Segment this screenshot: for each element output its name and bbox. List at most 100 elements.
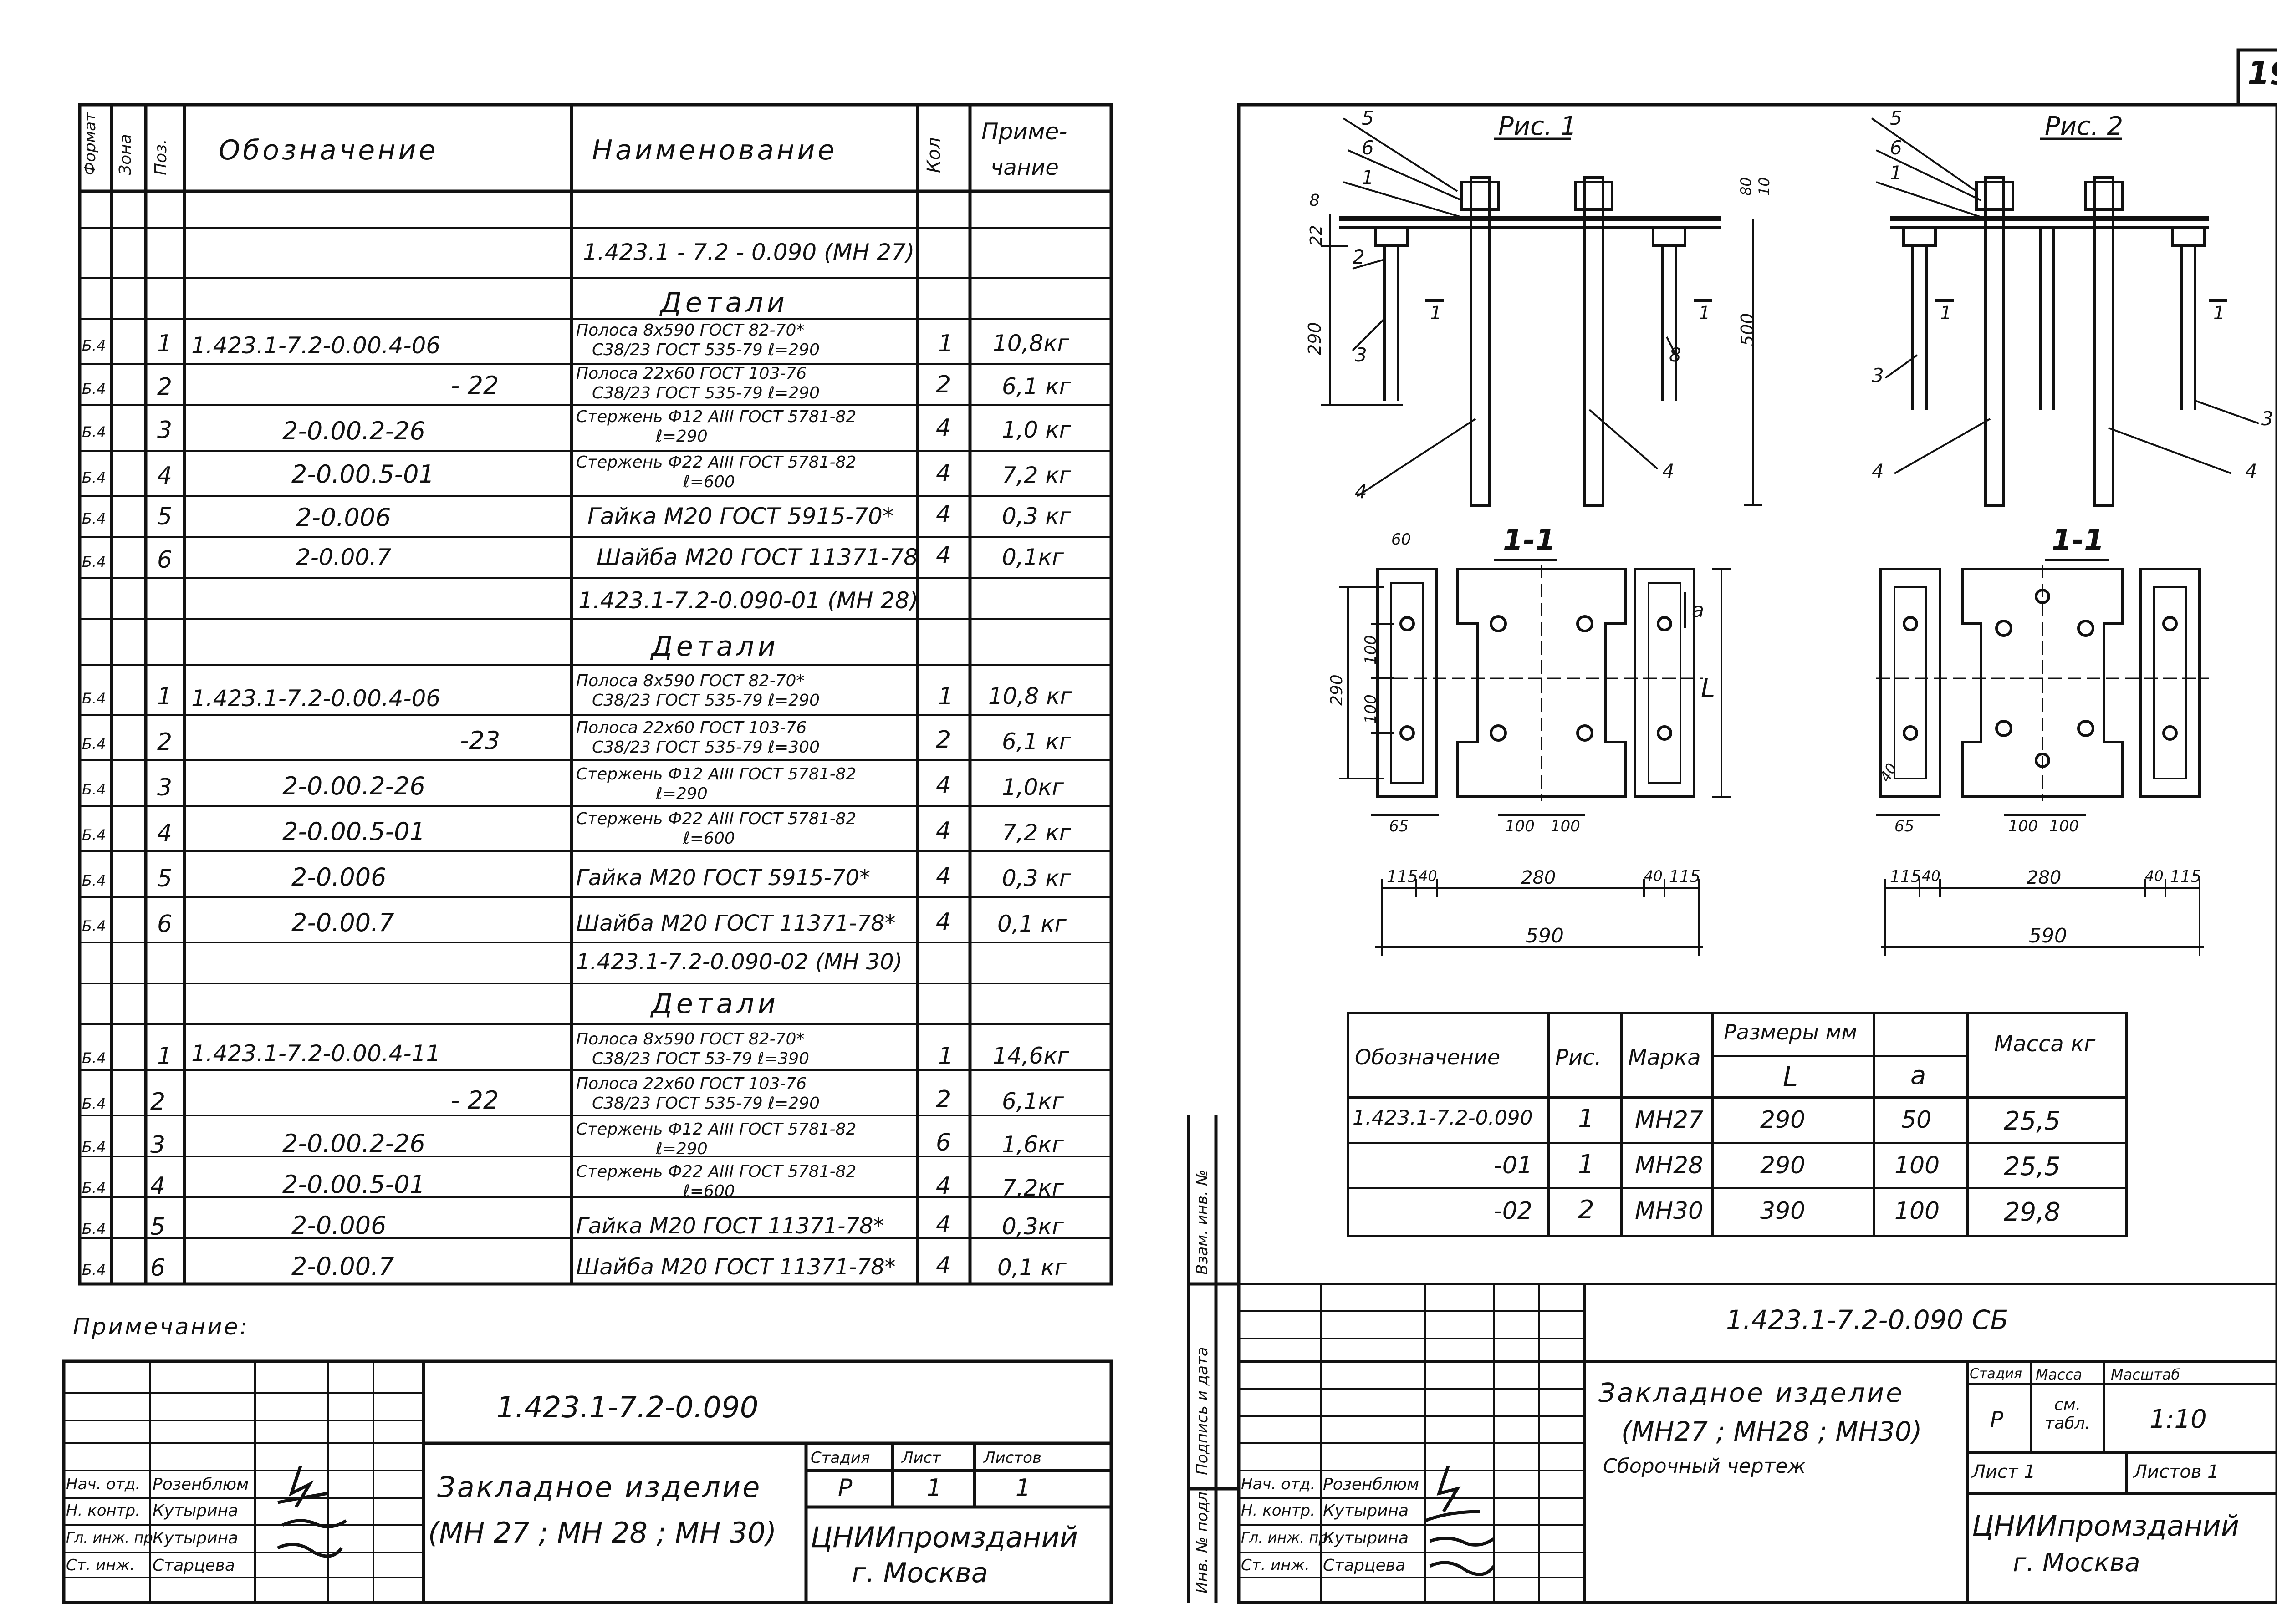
stamp-scale-header: Масштаб — [2111, 1366, 2180, 1383]
dim-60: 60 — [1391, 530, 1411, 549]
note-label: Примечание: — [73, 1313, 250, 1340]
cell-note: 6,1 кг — [1002, 373, 1071, 400]
cell-name-line2: ℓ=600 — [683, 1182, 735, 1201]
cell-name-line1: Гайка М20 ГОСТ 11371-78* — [576, 1213, 884, 1239]
cell-designation: 2-0.00.5-01 — [282, 1170, 425, 1199]
callout-3: 3 — [1355, 344, 1367, 366]
table-header-mass: Масса кг — [1994, 1031, 2096, 1057]
callout-3: 3 — [2261, 407, 2273, 430]
cell-format: Б.4 — [82, 380, 106, 397]
dim-40: 40 — [1644, 867, 1663, 885]
group2-section: Детали — [651, 631, 779, 662]
cell-note: 0,3 кг — [1002, 503, 1071, 529]
cell-pos: 1 — [157, 683, 173, 710]
callout-4: 4 — [1872, 460, 1884, 482]
callout-5: 5 — [1890, 107, 1902, 129]
stamp-name: Розенблюм — [1323, 1475, 1419, 1494]
cell-mass: 25,5 — [2004, 1152, 2061, 1181]
cell-note: 0,1кг — [1002, 544, 1064, 570]
callout-4: 4 — [1662, 460, 1675, 482]
cell-pos: 5 — [150, 1213, 166, 1241]
dim-115: 115 — [2170, 867, 2201, 886]
cell-name-line2: ℓ=290 — [656, 1140, 708, 1158]
dim-100: 100 — [1551, 817, 1580, 835]
dim-290: 290 — [1327, 674, 1346, 706]
cell-name-line1: Стержень Ф22 АIII ГОСТ 5781-82 — [576, 1162, 857, 1181]
stamp-stage-header: Стадия — [1970, 1366, 2022, 1382]
stamp-city: г. Москва — [2013, 1548, 2140, 1578]
cell-name-line1: Полоса 22х60 ГОСТ 103-76 — [576, 364, 807, 383]
section-title: 1-1 — [1503, 524, 1556, 557]
hdr-qty: Кол — [924, 137, 944, 173]
cell-qty: 4 — [936, 414, 951, 442]
dim-100: 100 — [1362, 635, 1380, 665]
cell-a: 100 — [1894, 1197, 1940, 1225]
cell-name-line1: Шайба М20 ГОСТ 11371-78 — [597, 544, 918, 570]
signature-scribbles — [1424, 1465, 1495, 1576]
cell-pos: 4 — [150, 1172, 166, 1200]
callout-2: 2 — [1353, 246, 1365, 268]
cell-mass: 29,8 — [2004, 1197, 2061, 1227]
cell-qty: 4 — [936, 501, 951, 528]
right-sheet: 19 Рис. 1 Рис. 2 5 6 1 2 3 4 8 4 5 6 1 3… — [1148, 0, 2277, 1624]
cell-designation: 1.423.1-7.2-0.090 — [1353, 1106, 1533, 1130]
cell-pos: 1 — [157, 1043, 173, 1070]
cell-qty: 1 — [938, 330, 954, 357]
cell-qty: 4 — [936, 1211, 951, 1238]
dim-500: 500 — [1737, 313, 1757, 346]
cell-name-line1: Шайба М20 ГОСТ 11371-78* — [576, 911, 896, 936]
cell-name-line2: С38/23 ГОСТ 53-79 ℓ=390 — [592, 1049, 810, 1068]
cell-designation: 2-0.00.5-01 — [291, 460, 434, 489]
stamp-role: Ст. инж. — [1241, 1556, 1310, 1574]
callout-5: 5 — [1362, 107, 1374, 129]
cell-mass: 25,5 — [2004, 1106, 2061, 1136]
cell-designation: 2-0.00.7 — [291, 1252, 394, 1281]
stamp-role: Гл. инж. пр. — [66, 1529, 158, 1546]
cell-pos: 4 — [157, 462, 173, 489]
cell-qty: 6 — [936, 1129, 951, 1156]
cell-name-line1: Полоса 22х60 ГОСТ 103-76 — [576, 1074, 807, 1093]
cell-designation: 2-0.00.7 — [296, 544, 391, 570]
cell-pos: 4 — [157, 820, 173, 847]
cell-pos: 3 — [157, 417, 173, 444]
figure-2-title: Рис. 2 — [2045, 112, 2124, 141]
cell-designation: -01 — [1494, 1152, 1532, 1179]
cell-name-line2: ℓ=600 — [683, 829, 735, 848]
section-title: 1-1 — [2052, 524, 2104, 557]
right-sheet-frame — [1187, 48, 2277, 1604]
cell-format: Б.4 — [82, 1138, 106, 1156]
cell-mark: МН27 — [1635, 1106, 1704, 1134]
cell-format: Б.4 — [82, 423, 106, 441]
hdr-zone: Зона — [116, 134, 135, 175]
stamp-mass-header: Масса — [2036, 1366, 2083, 1383]
cell-designation: 1.423.1-7.2-0.00.4-11 — [191, 1040, 441, 1067]
cell-note: 1,6кг — [1002, 1131, 1064, 1158]
callout-1: 1 — [1362, 166, 1374, 188]
cell-qty: 1 — [938, 1043, 954, 1070]
dim-40: 40 — [1419, 867, 1437, 885]
table-header-fig: Рис. — [1555, 1045, 1602, 1070]
cell-designation: 2-0.006 — [296, 503, 391, 532]
cell-name-line2: ℓ=600 — [683, 473, 735, 491]
cell-name-line1: Полоса 8х590 ГОСТ 82-70* — [576, 321, 805, 340]
cell-format: Б.4 — [82, 872, 106, 889]
side-label-inv: Инв. № подл. — [1193, 1487, 1211, 1593]
table-header-L: L — [1783, 1061, 1798, 1093]
figure-1-drawing — [1321, 117, 1762, 507]
stamp-org: ЦНИИпромзданий — [811, 1521, 1078, 1554]
cell-note: 10,8кг — [993, 330, 1069, 356]
section-mark: 1 — [1940, 303, 1952, 324]
stamp-role: Нач. отд. — [66, 1475, 141, 1493]
cell-note: 7,2кг — [1002, 1175, 1064, 1201]
cell-designation: -23 — [460, 726, 500, 755]
cell-format: Б.4 — [82, 1049, 106, 1067]
cell-designation: -02 — [1494, 1197, 1532, 1225]
stamp-name: Кутырина — [1323, 1502, 1409, 1520]
cell-pos: 5 — [157, 503, 173, 530]
dim-L: L — [1701, 674, 1715, 703]
cell-name-line2: С38/23 ГОСТ 535-79 ℓ=290 — [592, 1094, 820, 1113]
stamp-title-1: Закладное изделие — [437, 1471, 762, 1504]
left-sheet-frame — [62, 103, 1113, 1604]
stamp-name: Кутырина — [1323, 1529, 1409, 1548]
group3-section: Детали — [651, 988, 779, 1020]
